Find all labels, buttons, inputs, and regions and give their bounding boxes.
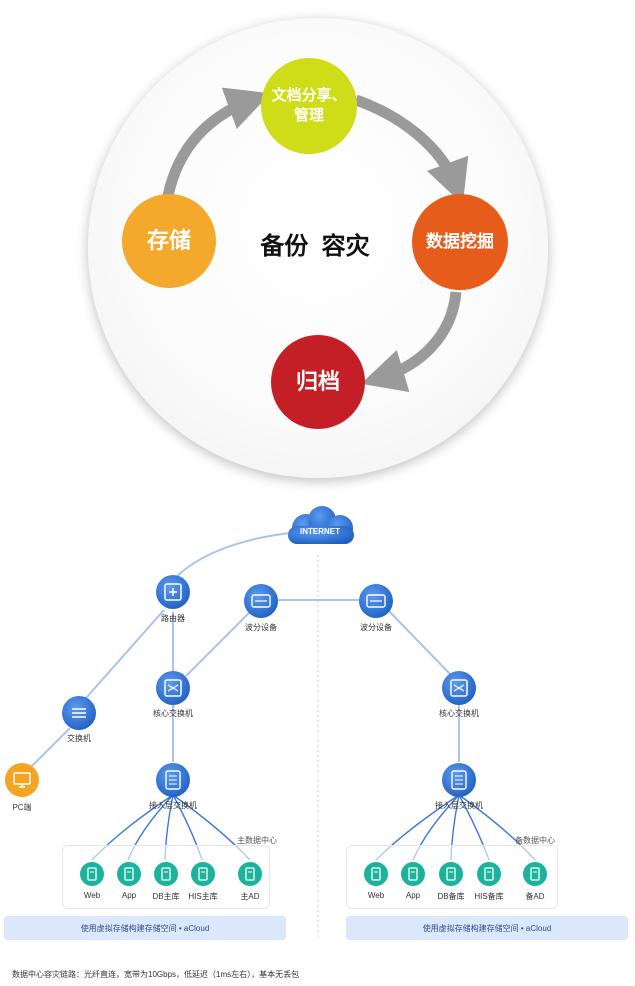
server-label: Web [83, 891, 101, 900]
storage-bar-backup: 使用虚拟存储构建存储空间 • aCloud [346, 916, 628, 940]
server-label: 备AD [525, 892, 545, 901]
server-icon [117, 862, 141, 886]
link-wdm-core-right [387, 609, 451, 675]
server-icon [523, 862, 547, 886]
server-icon [80, 862, 104, 886]
wdm-icon [244, 584, 278, 618]
link-caption: 数据中心容灾链路：光纤直连，宽带为10Gbps，低延迟（1ms左右），基本无丢包 [12, 970, 300, 979]
server-icon [477, 862, 501, 886]
server-icon [238, 862, 262, 886]
server-label: HIS备库 [474, 892, 504, 901]
switch-icon [62, 696, 96, 730]
server-label: 主AD [240, 892, 260, 901]
server-label: App [121, 891, 137, 900]
node-archive: 归档 [271, 335, 365, 429]
arrow-share-to-mining [354, 94, 469, 205]
cycle-arrows [162, 87, 469, 393]
link-switch-pc [27, 727, 71, 771]
switch-icon [442, 763, 476, 797]
node-document-share: 文档分享、管理 [261, 58, 357, 154]
router-label: 路由器 [161, 614, 185, 623]
lifecycle-diagram: 文档分享、管理 存储 数据挖掘 归档 备份 容灾 [0, 0, 635, 492]
link-internet-router [171, 532, 291, 583]
wdm-icon [359, 584, 393, 618]
pc-label: PC端 [12, 803, 32, 812]
cloud-icon [288, 506, 354, 544]
switch-label: 交换机 [67, 734, 91, 743]
server-label: DB备库 [437, 892, 465, 901]
switch-icon [156, 671, 190, 705]
router-icon [156, 575, 190, 609]
wdm-left-label: 波分设备 [245, 623, 277, 632]
arrow-storage-to-share [162, 87, 271, 198]
center-title: 备份 容灾 [260, 233, 370, 260]
switch-icon [442, 671, 476, 705]
core-right-label: 核心交换机 [439, 709, 479, 718]
arrow-mining-to-archive [361, 291, 462, 393]
main-dc-label: 主数据中心 [237, 836, 277, 845]
core-left-label: 核心交换机 [153, 709, 193, 718]
server-label: HIS主库 [188, 892, 218, 901]
link-router-switch [85, 609, 165, 699]
access-left-label: 接入层交换机 [149, 801, 197, 810]
node-data-mining: 数据挖掘 [412, 194, 508, 290]
server-icon [154, 862, 178, 886]
server-icon [401, 862, 425, 886]
backup-dc-label: 备数据中心 [515, 836, 555, 845]
server-label: Web [367, 891, 385, 900]
server-icon [364, 862, 388, 886]
server-icon [439, 862, 463, 886]
switch-icon [156, 763, 190, 797]
monitor-icon [5, 763, 39, 797]
wdm-right-label: 波分设备 [360, 623, 392, 632]
storage-bar-main: 使用虚拟存储构建存储空间 • aCloud [4, 916, 286, 940]
access-right-label: 接入层交换机 [435, 801, 483, 810]
server-label: App [405, 891, 421, 900]
network-topology: INTERNET 路由器 波分设备 波分设备 核心交换机 核心交换机 交换机 [0, 500, 635, 986]
link-core-wdm [185, 611, 251, 677]
internet-label: INTERNET [300, 527, 340, 536]
network-links [27, 506, 536, 940]
server-label: DB主库 [152, 892, 180, 901]
server-icon [191, 862, 215, 886]
node-storage: 存储 [122, 194, 216, 288]
